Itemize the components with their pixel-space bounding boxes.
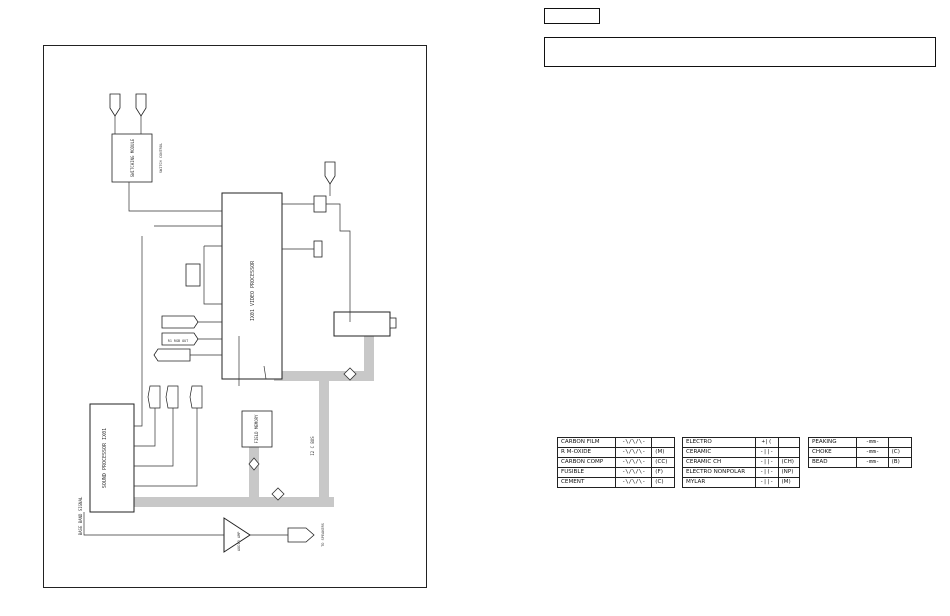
- sync-block: [185, 263, 201, 287]
- legend-code: [651, 437, 675, 448]
- header-small-box: [544, 8, 600, 24]
- legend-name: MYLAR: [682, 477, 756, 488]
- coil-block: [313, 240, 323, 258]
- field-memory-block: [241, 410, 273, 448]
- legend-row: ELECTRO NONPOLAR-|(-(NP): [682, 467, 800, 478]
- capacitor-symbol-icon: -|(-: [754, 467, 779, 478]
- legend-inductors: PEAKING-mm- CHOKE-mm-(C) BEAD-mm-(B): [807, 437, 913, 468]
- legend-row: PEAKING-mm-: [807, 437, 913, 448]
- block-diagram: IX01 VIDEO PROCESSOR SOUND PROCESSOR IX0…: [78, 93, 397, 553]
- switching-module-block: [111, 133, 153, 183]
- connector-tab: [389, 317, 397, 329]
- legend-name: R M-OXIDE: [556, 447, 617, 458]
- output-connectors: [153, 315, 199, 362]
- transistor-block: [313, 195, 327, 213]
- legend-row: ELECTRO+|(: [682, 437, 800, 448]
- bus-arrows: [248, 367, 357, 501]
- legend-code: (CC): [651, 457, 675, 468]
- legend-row: CEMENT-\/\/\-(C): [556, 477, 675, 488]
- legend-name: CEMENT: [556, 477, 617, 488]
- resistor-symbol-icon: -\/\/\-: [615, 457, 653, 468]
- iic-bus-label: I2 C BUS: [310, 436, 315, 456]
- legend-name: ELECTRO NONPOLAR: [682, 467, 756, 478]
- video-processor-block: [221, 192, 283, 380]
- field-memory-label: FIELD MEMORY: [254, 414, 259, 443]
- inductor-symbol-icon: -mm-: [856, 437, 889, 448]
- legend-name: CHOKE: [807, 447, 858, 458]
- legend-code: [777, 437, 800, 448]
- switching-note: SWITCH CONTROL: [159, 143, 163, 173]
- base-band-label: BASE BAND SIGNAL: [78, 496, 83, 535]
- legend-name: BEAD: [807, 457, 858, 468]
- resistor-symbol-icon: -\/\/\-: [615, 447, 653, 458]
- header-wide-box: [544, 37, 936, 67]
- resistor-symbol-icon: -\/\/\-: [615, 437, 653, 448]
- legend-row: CHOKE-mm-(C): [807, 447, 913, 458]
- capacitor-symbol-icon: -||-: [754, 447, 779, 458]
- legend-code: [777, 447, 800, 458]
- legend-name: CARBON COMP: [556, 457, 617, 468]
- legend-code: (B): [887, 457, 913, 468]
- legend-row: CERAMIC CH-||-(CH): [682, 457, 800, 468]
- legend-row: MYLAR-||-(M): [682, 477, 800, 488]
- sound-processor-label: SOUND PROCESSOR IX01: [102, 428, 108, 488]
- legend-name: CERAMIC CH: [682, 457, 756, 468]
- legend-capacitors: ELECTRO+|( CERAMIC-||- CERAMIC CH-||-(CH…: [682, 437, 800, 488]
- legend-row: CARBON FILM-\/\/\-: [556, 437, 675, 448]
- legend-code: (M): [651, 447, 675, 458]
- sound-processor-block: [89, 403, 135, 513]
- resistor-symbol-icon: -\/\/\-: [615, 477, 653, 488]
- connector-block: [333, 311, 391, 337]
- legend-resistors: CARBON FILM-\/\/\- R M-OXIDE-\/\/\-(M) C…: [556, 437, 675, 488]
- legend-code: [887, 437, 913, 448]
- legend-row: CERAMIC-||-: [682, 447, 800, 458]
- legend-code: (C): [651, 477, 675, 488]
- legend-name: ELECTRO: [682, 437, 756, 448]
- legend-code: (NP): [777, 467, 800, 478]
- capacitor-symbol-icon: +|(: [754, 437, 779, 448]
- legend-name: CARBON FILM: [556, 437, 617, 448]
- legend-row: R M-OXIDE-\/\/\-(M): [556, 447, 675, 458]
- switching-module-label: SWITCHING MODULE: [130, 138, 135, 177]
- legend-code: (M): [777, 477, 800, 488]
- rgb-out-label: R1 RGB OUT: [168, 339, 188, 343]
- video-processor-label: IX01 VIDEO PROCESSOR: [250, 260, 256, 321]
- wires: [83, 116, 351, 536]
- legend-name: CERAMIC: [682, 447, 756, 458]
- iic-bus: [134, 336, 374, 507]
- audio-amplifier-label: AUDIO AMP: [237, 532, 241, 551]
- speaker-label: TO SPEAKERS: [321, 523, 325, 547]
- capacitor-symbol-icon: -||-: [754, 457, 779, 468]
- legend-code: (C): [887, 447, 913, 458]
- legend-name: PEAKING: [807, 437, 858, 448]
- resistor-symbol-icon: -\/\/\-: [615, 467, 653, 478]
- legend-name: FUSIBLE: [556, 467, 617, 478]
- legend-code: (F): [651, 467, 675, 478]
- legend-row: CARBON COMP-\/\/\-(CC): [556, 457, 675, 468]
- capacitor-symbol-icon: -||-: [754, 477, 779, 488]
- legend-row: BEAD-mm-(B): [807, 457, 913, 468]
- legend-row: FUSIBLE-\/\/\-(F): [556, 467, 675, 478]
- inductor-symbol-icon: -mm-: [856, 447, 889, 458]
- inductor-symbol-icon: -mm-: [856, 457, 889, 468]
- legend-code: (CH): [777, 457, 800, 468]
- sound-connectors: [147, 385, 203, 409]
- speaker-connector: [287, 527, 315, 543]
- input-connectors: [109, 93, 336, 185]
- block-diagram-frame: IX01 VIDEO PROCESSOR SOUND PROCESSOR IX0…: [43, 45, 427, 588]
